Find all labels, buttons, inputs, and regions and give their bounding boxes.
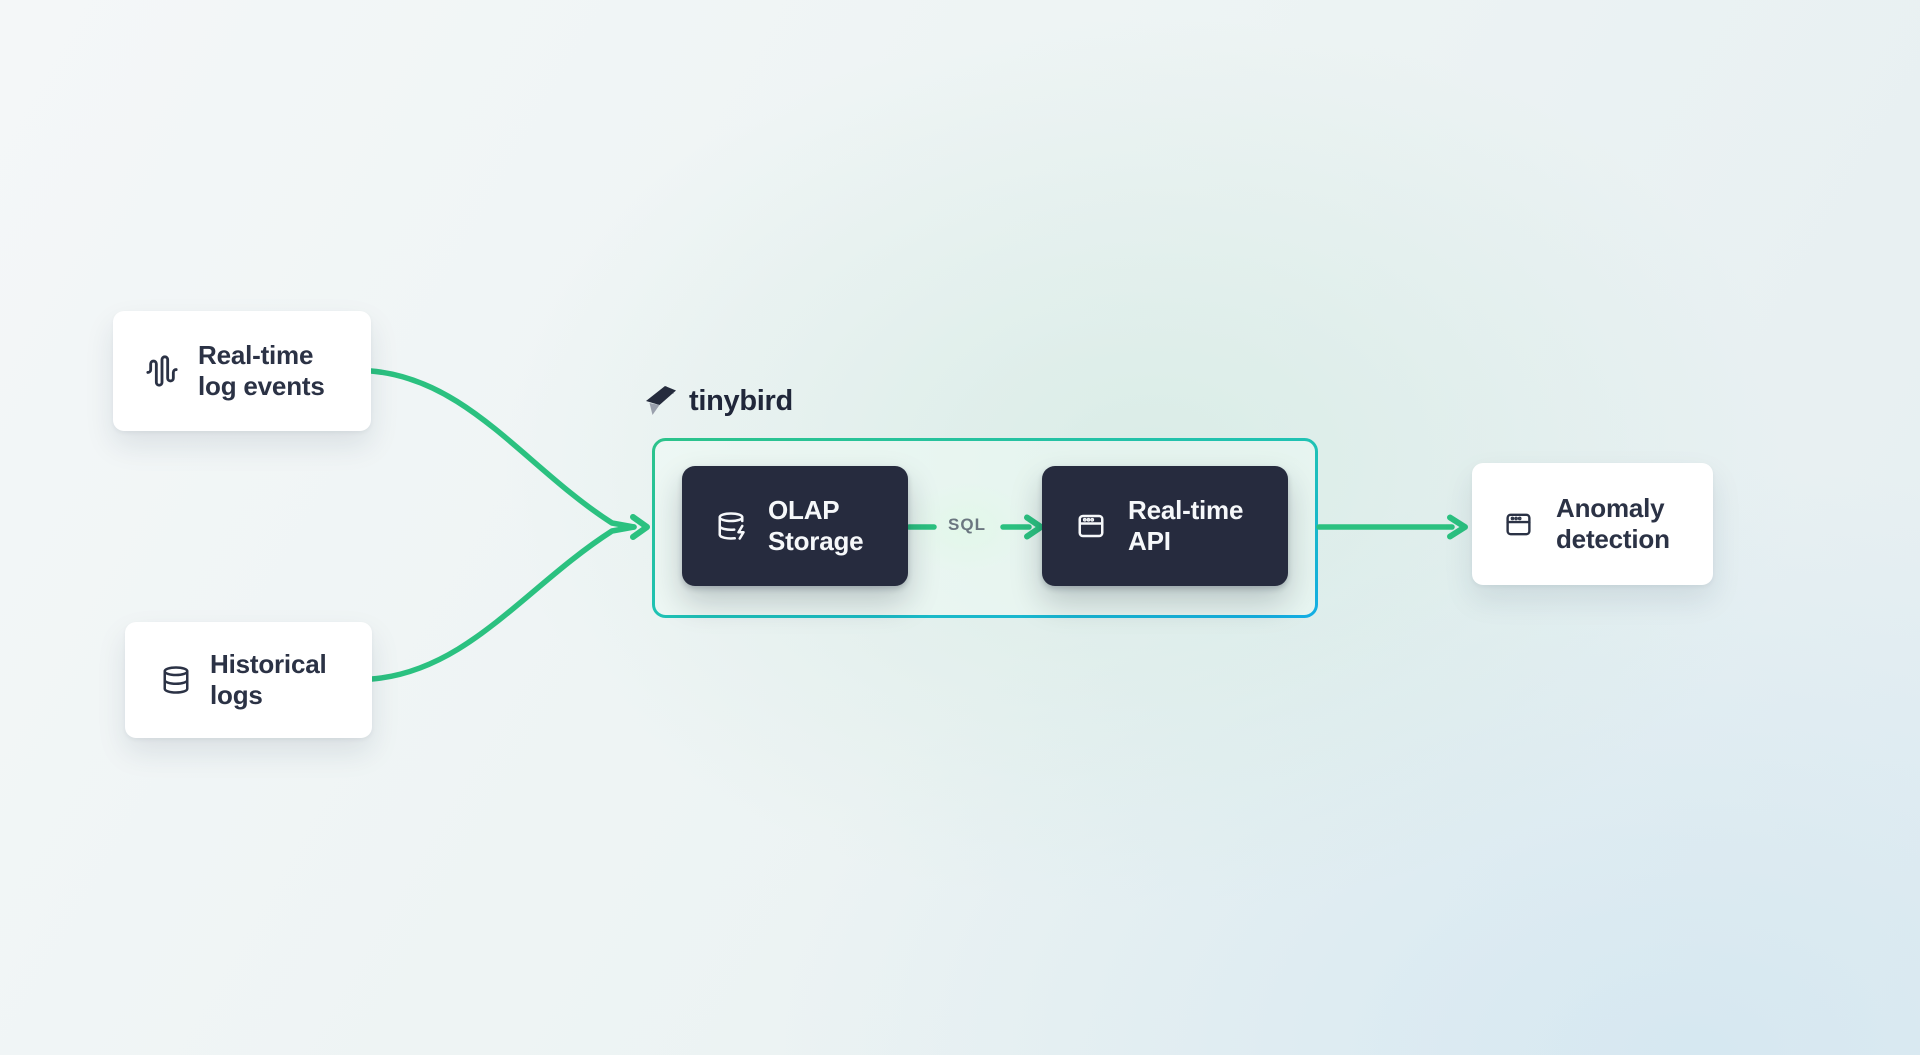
sql-arrowhead-icon xyxy=(1024,514,1044,540)
audio-waveform-icon xyxy=(146,355,178,387)
edge-historical-logs-to-tinybird xyxy=(369,524,637,682)
sql-edge-label: SQL xyxy=(948,515,986,534)
edge-realtime-logs-to-tinybird xyxy=(368,368,637,530)
node-realtime-api: Real-time API xyxy=(1042,466,1288,586)
node-label: Real-time API xyxy=(1128,495,1244,556)
tinybird-logo-icon xyxy=(646,386,676,415)
node-label: Real-time log events xyxy=(198,340,325,401)
node-anomaly-detection: Anomaly detection xyxy=(1472,463,1713,585)
app-window-icon xyxy=(1506,513,1531,535)
node-olap-storage: OLAP Storage xyxy=(682,466,908,586)
platform-label: tinybird xyxy=(643,384,793,418)
node-realtime-log-events: Real-time log events xyxy=(113,311,371,431)
merge-arrowhead-icon xyxy=(630,514,650,540)
node-label: OLAP Storage xyxy=(768,495,864,556)
node-label: Historical logs xyxy=(210,649,327,710)
node-historical-logs: Historical logs xyxy=(125,622,372,738)
sql-glow xyxy=(903,481,1031,573)
database-icon xyxy=(163,666,189,694)
output-arrowhead-icon xyxy=(1447,514,1468,540)
app-window-icon xyxy=(1078,514,1104,538)
node-label: Anomaly detection xyxy=(1556,493,1670,554)
database-zap-icon xyxy=(718,512,745,540)
platform-name: tinybird xyxy=(689,384,793,417)
